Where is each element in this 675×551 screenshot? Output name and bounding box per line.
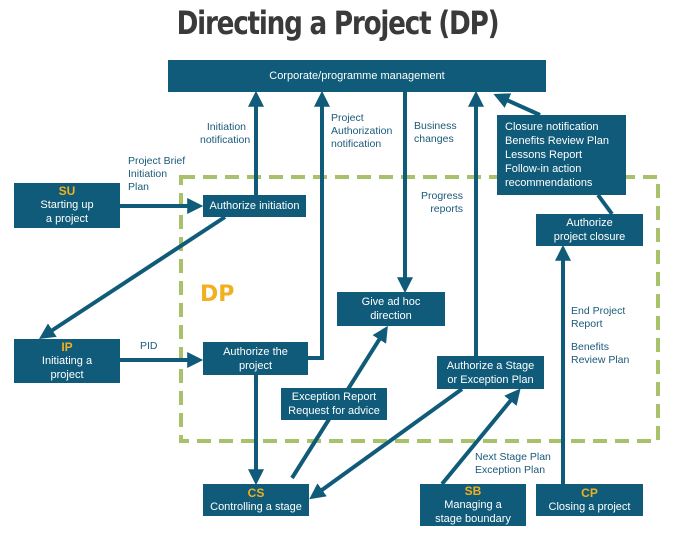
corporate-management-box[interactable]: Corporate/programme management [168, 60, 546, 92]
sb-line1: Managing a [444, 498, 502, 511]
closure-outputs-box[interactable]: Closure notification Benefits Review Pla… [497, 115, 626, 195]
cs-code: CS [247, 485, 265, 500]
ip-line2: project [50, 368, 84, 381]
arrow-authorize-initiation-to-ip [38, 215, 227, 339]
authorize-project-box[interactable]: Authorize the project [203, 342, 308, 375]
arrow-authorize-stage-to-cs [309, 387, 464, 500]
closure-output-line: Lessons Report [505, 149, 583, 161]
su-line2: a project [45, 213, 89, 225]
cs-box[interactable]: CS Controlling a stage [203, 484, 309, 516]
cp-box[interactable]: CP Closing a project [536, 484, 643, 516]
arrow-sb-to-authorize-stage [440, 388, 521, 486]
sb-line2: stage boundary [435, 512, 511, 525]
cs-line1: Controlling a stage [210, 500, 302, 513]
su-line1: Starting up [40, 199, 94, 211]
cp-code: CP [581, 485, 598, 500]
cp-line1: Closing a project [548, 500, 631, 513]
closure-output-line: Benefits Review Plan [505, 135, 609, 147]
exception-report-line2: Request for advice [288, 405, 380, 417]
label-pid: PID [140, 340, 158, 352]
authorize-closure-line1: Authorize [566, 217, 613, 229]
closure-output-line: Closure notification [505, 121, 599, 133]
su-box[interactable]: SU Starting up a project [14, 183, 120, 228]
exception-report-line1: Exception Report [291, 391, 377, 403]
give-ad-hoc-direction-box[interactable]: Give ad hoc direction [337, 292, 445, 326]
ip-code: IP [61, 339, 73, 354]
arrow-closure-notification [493, 93, 541, 117]
authorize-stage-line1: Authorize a Stage [446, 359, 535, 372]
authorize-closure-box[interactable]: Authorize project closure [536, 214, 643, 246]
su-code: SU [58, 184, 76, 198]
corporate-label: Corporate/programme management [269, 70, 445, 82]
authorize-project-line1: Authorize the [223, 345, 288, 358]
dp-boundary [179, 175, 660, 443]
closure-output-line: Follow-in action [505, 163, 582, 175]
dp-boundary-label: DP [200, 282, 235, 307]
arrow-project-authorization [308, 90, 330, 360]
sb-box[interactable]: SB Managing a stage boundary [420, 484, 526, 526]
authorize-stage-box[interactable]: Authorize a Stage or Exception Plan [437, 356, 544, 389]
authorize-initiation-box[interactable]: Authorize initiation [203, 195, 306, 217]
authorize-stage-line2: or Exception Plan [447, 373, 534, 386]
ip-line1: Initiating a [41, 354, 93, 367]
sb-code: SB [464, 483, 482, 498]
closure-output-line: recommendations [505, 177, 593, 189]
connector-closure-outputs [596, 193, 614, 216]
diagram-title: Directing a Project (DP) [176, 4, 500, 42]
exception-report-box[interactable]: Exception Report Request for advice [281, 388, 387, 420]
authorize-closure-line2: project closure [553, 231, 626, 243]
authorize-project-line2: project [238, 359, 273, 372]
authorize-initiation-label: Authorize initiation [209, 200, 300, 212]
give-ad-hoc-line2: direction [370, 310, 412, 322]
ip-box[interactable]: IP Initiating a project [14, 339, 120, 383]
give-ad-hoc-line1: Give ad hoc [361, 296, 421, 308]
